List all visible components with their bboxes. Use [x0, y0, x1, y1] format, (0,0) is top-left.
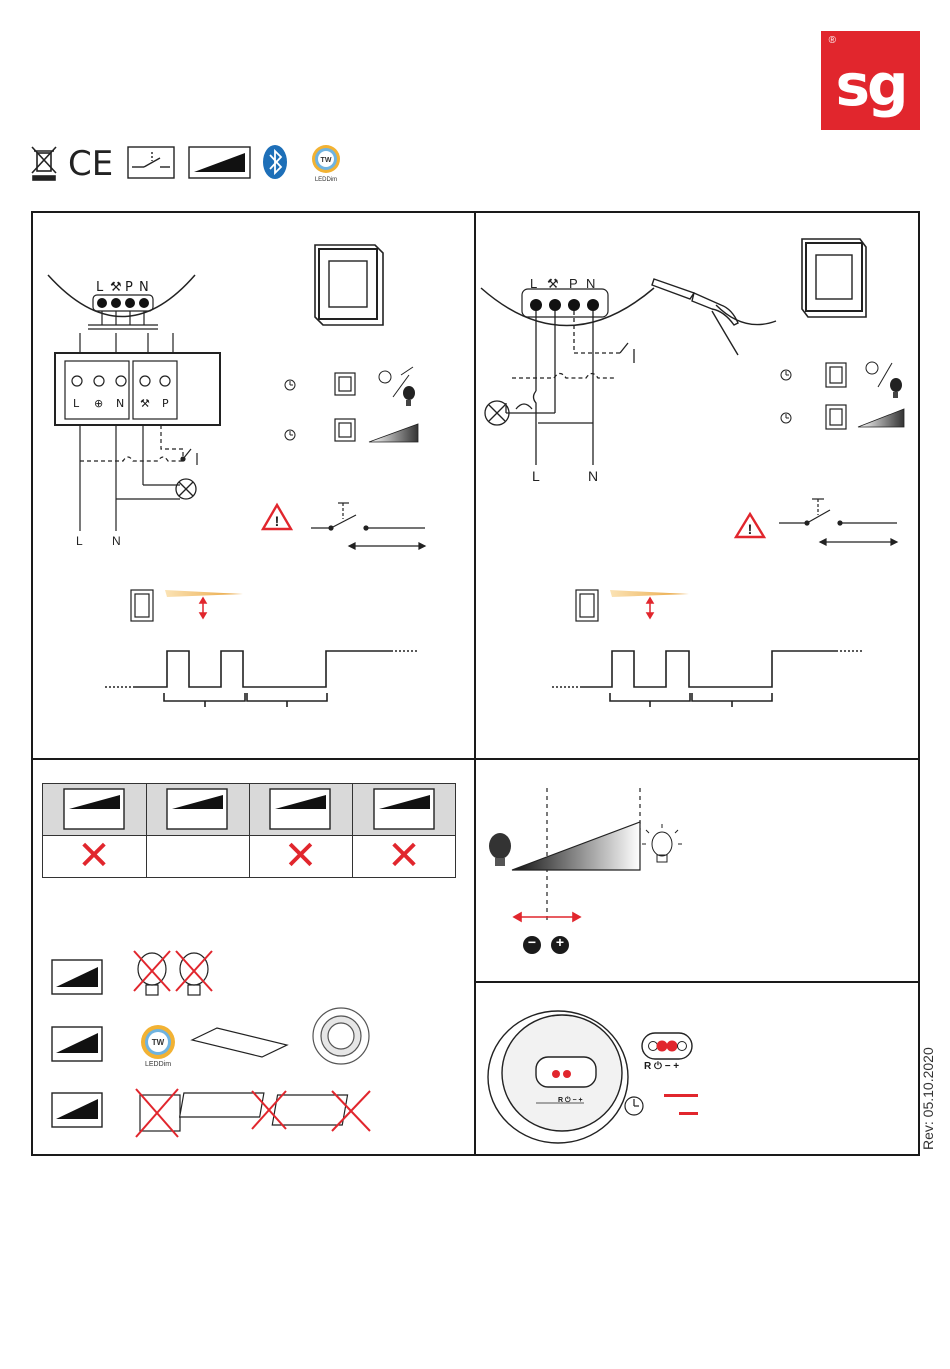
dimmer-ramp-icon [64, 789, 434, 829]
header-icons: CE TW LEDDim [30, 143, 350, 185]
terminal-label-x: ⚒ [547, 276, 559, 291]
compat-mark-2 [146, 834, 249, 878]
tw-label: TW [321, 157, 332, 164]
transformer-icon [140, 1093, 348, 1131]
panel-dimming-range [476, 760, 918, 980]
minus-button-label: − [523, 934, 541, 950]
block-label-p: P [162, 397, 169, 410]
bulb-on-icon [642, 824, 682, 862]
warning-icon: ! [263, 505, 291, 529]
svg-text:!: ! [275, 513, 280, 529]
terminal-label-n-left: N [139, 280, 149, 295]
wire-label-neutral: N [112, 534, 121, 548]
block-label-l: L [73, 397, 79, 410]
svg-text:!: ! [748, 521, 753, 537]
revision-date: Rev: 05.10.2020 [920, 1047, 936, 1150]
dimmer-ramp-icon [189, 147, 250, 178]
compat-mark-3: ✕ [249, 834, 352, 878]
clock-icon [781, 370, 791, 423]
tw-label-compat: TW [152, 1038, 165, 1047]
wall-switch-product [802, 239, 866, 317]
compat-mark-4: ✕ [352, 834, 456, 878]
pulse-timing-diagram [105, 651, 419, 707]
crossed-bin-icon [32, 147, 56, 180]
lamp-symbol-icon [176, 479, 196, 499]
leddim-label-compat: LEDDim [145, 1061, 171, 1068]
bulb-off-icon [489, 833, 511, 866]
clock-icon [625, 1097, 643, 1115]
block-label-n: N [116, 397, 124, 410]
block-label-x: ⚒ [140, 397, 150, 410]
brand-logo: ® sg [821, 31, 920, 130]
wire-label-line: L [76, 534, 83, 548]
bulb-on-off-icon [379, 367, 415, 406]
pulse-timing-diagram [552, 651, 864, 707]
dimmer-ramp-icon [52, 960, 102, 1127]
warning-icon: ! [736, 514, 764, 537]
button-panel-icon [642, 1033, 692, 1059]
panel-wiring-module: L ⚒ P N L N [476, 213, 918, 757]
block-label-earth: ⊕ [94, 397, 103, 410]
wire-label-line-right: L [532, 468, 540, 484]
downlight-icon [313, 1008, 369, 1064]
pliers-icon [652, 279, 776, 355]
leddim-label: LEDDim [315, 177, 337, 183]
terminal-label-p: P [569, 276, 578, 291]
logo-text: sg [821, 51, 920, 119]
terminal-label-l-left: L [96, 280, 103, 295]
ce-mark: CE [68, 144, 113, 184]
load-type-list: TW LEDDim [42, 945, 462, 1145]
switch-symbol-icon [128, 147, 174, 178]
module-buttons-label: R ⏻ − + [644, 1061, 679, 1072]
terminal-dots [97, 298, 149, 308]
terminal-label-n: N [586, 276, 595, 291]
bluetooth-icon [263, 145, 287, 179]
plus-button-label: + [551, 934, 569, 950]
terminal-label-x-left: ⚒ [110, 280, 122, 295]
clock-icon [285, 380, 295, 440]
terminal-label-l: L [530, 276, 537, 291]
wall-switch-product [315, 245, 383, 325]
module-buttons-label-small: R ⏻ − + [558, 1097, 583, 1105]
wire-label-neutral-right: N [588, 468, 598, 484]
compat-mark-1: ✕ [42, 834, 146, 878]
press-switch-icon [576, 590, 598, 621]
terminal-label-p-left: P [125, 280, 133, 295]
led-panel-icon [192, 1028, 287, 1057]
mini-switch-icon [335, 373, 355, 441]
registered-mark: ® [829, 35, 836, 46]
bulb-on-off-icon [866, 362, 902, 398]
press-switch-icon [131, 590, 153, 621]
mini-switch-icon [826, 363, 846, 429]
panel-module-reset [476, 983, 918, 1153]
